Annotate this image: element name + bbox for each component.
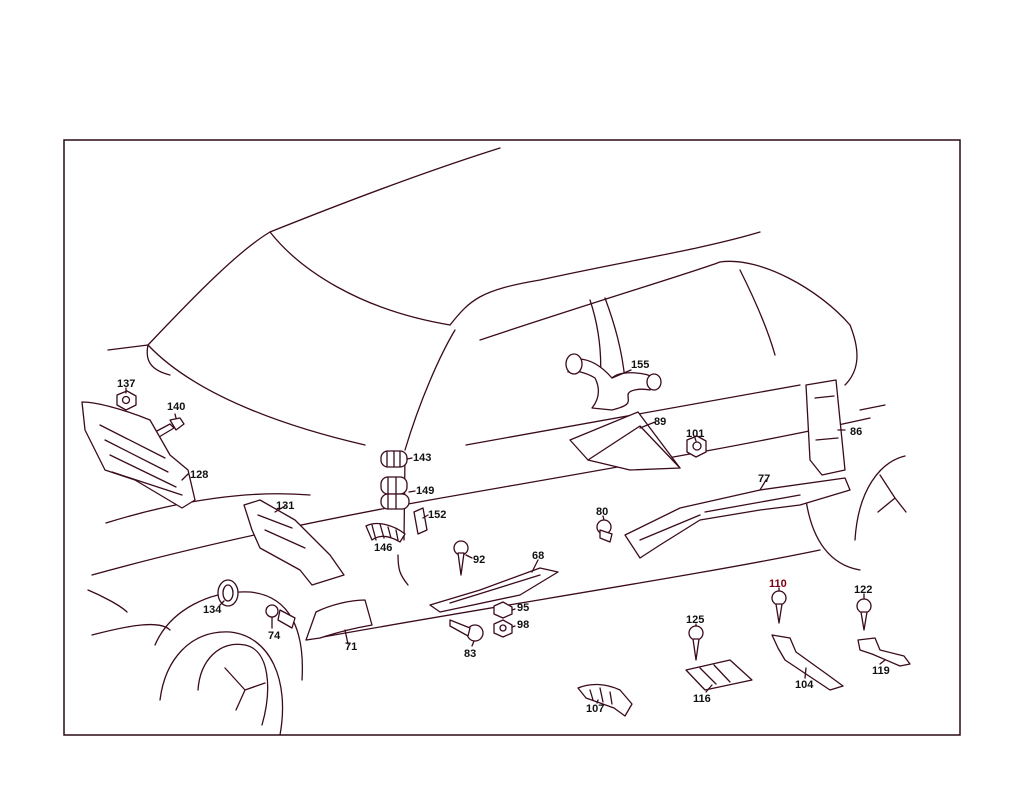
callout-128: 128 <box>190 469 208 481</box>
part-143-grommet <box>380 450 408 468</box>
callout-107: 107 <box>586 703 604 715</box>
part-131-bracket <box>243 499 345 586</box>
part-125-screw <box>688 625 704 661</box>
part-68-sill <box>429 567 559 613</box>
callout-77: 77 <box>758 473 770 485</box>
part-101-nut <box>686 435 707 458</box>
callout-134: 134 <box>203 604 222 616</box>
callout-104: 104 <box>795 679 814 691</box>
callout-125: 125 <box>686 614 704 626</box>
diagram-frame <box>63 139 961 736</box>
part-77-sill <box>624 477 851 559</box>
part-140-screw <box>154 417 185 438</box>
part-95-nut <box>493 601 513 619</box>
callout-122: 122 <box>854 584 872 596</box>
part-107-bracket <box>577 683 633 717</box>
part-71-cover <box>305 599 373 641</box>
callout-146: 146 <box>374 542 392 554</box>
callout-137: 137 <box>117 378 135 390</box>
callout-74: 74 <box>268 630 281 642</box>
part-83-screw <box>449 619 484 642</box>
part-80-clip <box>596 519 613 543</box>
callout-155: 155 <box>631 359 649 371</box>
part-128-panel <box>81 401 196 509</box>
callout-101: 101 <box>686 428 704 440</box>
callout-86: 86 <box>850 426 862 438</box>
callout-92: 92 <box>473 554 485 566</box>
callout-98: 98 <box>517 619 529 631</box>
part-137-nut <box>116 390 137 411</box>
callout-110: 110 <box>769 578 787 590</box>
callout-119: 119 <box>872 665 890 677</box>
leader-lines <box>125 369 886 704</box>
callout-labels: 155 137 140 128 143 149 152 146 131 89 1… <box>117 359 890 715</box>
callout-140: 140 <box>167 401 185 413</box>
part-146-hose <box>365 522 406 543</box>
callout-131: 131 <box>276 500 294 512</box>
callout-89: 89 <box>654 416 666 428</box>
part-98-nut <box>493 619 513 638</box>
callout-149: 149 <box>416 485 434 497</box>
callout-83: 83 <box>464 648 476 660</box>
part-86-panel <box>805 379 846 476</box>
callout-143: 143 <box>413 452 431 464</box>
part-122-screw <box>856 598 872 631</box>
part-92-screw <box>453 540 469 576</box>
callout-116: 116 <box>693 693 711 705</box>
part-119-bracket <box>857 637 911 667</box>
part-89-channel <box>569 411 681 471</box>
part-155-hose <box>565 353 662 411</box>
callout-68: 68 <box>532 550 544 562</box>
vehicle-outline <box>87 147 907 736</box>
part-74-clip <box>265 604 296 629</box>
part-134-grommet <box>217 579 239 607</box>
part-152-clip <box>413 507 428 535</box>
part-104-bracket <box>771 634 844 691</box>
part-116-bracket <box>685 659 753 691</box>
callout-95: 95 <box>517 602 529 614</box>
callout-71: 71 <box>345 641 357 653</box>
callout-152: 152 <box>428 509 446 521</box>
part-110-screw <box>771 590 787 624</box>
part-149-grommet <box>380 476 410 510</box>
callout-80: 80 <box>596 506 608 518</box>
